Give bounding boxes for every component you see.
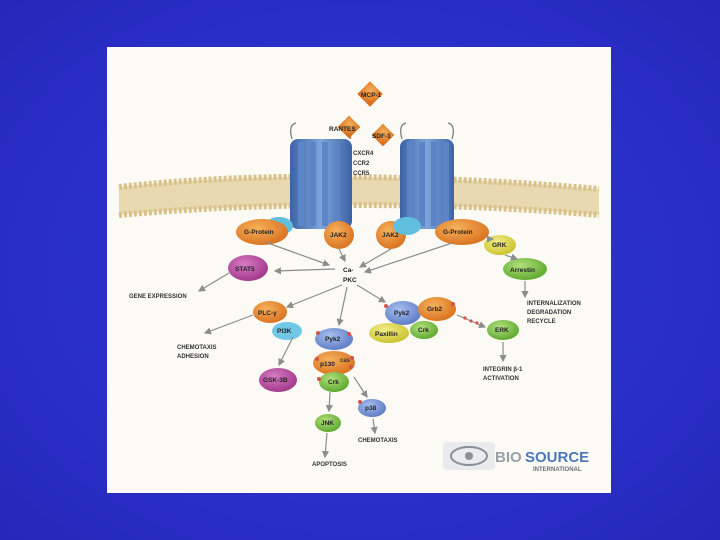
svg-text:cas: cas (340, 358, 351, 364)
svg-text:Grb2: Grb2 (427, 306, 443, 313)
svg-text:INTERNALIZATION: INTERNALIZATION (527, 301, 581, 307)
svg-text:G-Protein: G-Protein (443, 229, 473, 236)
receptor-right (400, 122, 454, 229)
ca-pkc-node: Ca- PKC (343, 267, 357, 284)
pyk2-right-node: Pyk2 (385, 301, 421, 325)
p130cas-node: p130 cas (313, 351, 355, 375)
svg-text:MCP-1: MCP-1 (361, 92, 382, 99)
pi3k-node: PI3K (272, 322, 302, 340)
svg-text:Crk: Crk (418, 327, 429, 334)
ligand-mcp1: MCP-1 (357, 81, 383, 107)
cell-membrane (118, 173, 600, 218)
svg-text:ERK: ERK (495, 327, 509, 334)
ligand-sdf1: SDF-1 (371, 123, 395, 147)
output-labels: GENE EXPRESSION INTERNALIZATION DEGRADAT… (129, 294, 581, 468)
svg-text:JAK2: JAK2 (382, 232, 399, 239)
jak2-left: JAK2 (324, 221, 354, 249)
svg-text:GENE EXPRESSION: GENE EXPRESSION (129, 294, 187, 300)
gprotein-right: G-Protein (393, 217, 489, 245)
svg-text:STAT5: STAT5 (235, 266, 255, 273)
svg-text:ADHESION: ADHESION (177, 354, 209, 360)
svg-text:PKC: PKC (343, 277, 357, 284)
grb2-node: Grb2 (418, 297, 456, 321)
grk-node: GRK (484, 235, 516, 255)
erk-node: ERK (487, 320, 519, 340)
svg-text:Arrestin: Arrestin (510, 267, 535, 274)
svg-text:Paxillin: Paxillin (375, 331, 398, 338)
svg-text:DEGRADATION: DEGRADATION (527, 310, 571, 316)
svg-text:SDF-1: SDF-1 (372, 133, 391, 140)
svg-text:GRK: GRK (492, 242, 507, 249)
paxillin-node: Paxillin (369, 323, 409, 343)
svg-text:CCR5: CCR5 (353, 171, 370, 177)
receptor-names: CXCR4 CCR2 CCR5 (353, 151, 374, 177)
svg-text:PLC-γ: PLC-γ (258, 310, 277, 317)
pyk2-center-node: Pyk2 (315, 328, 353, 350)
svg-text:Pyk2: Pyk2 (325, 336, 341, 343)
svg-text:INTEGRIN β-1: INTEGRIN β-1 (483, 367, 523, 373)
svg-text:CXCR4: CXCR4 (353, 151, 374, 157)
gprotein-left: G-Protein (236, 217, 293, 245)
svg-text:RANTES: RANTES (329, 126, 356, 133)
svg-text:Pyk2: Pyk2 (394, 310, 410, 317)
crk-center-node: Crk (319, 372, 349, 392)
svg-text:JAK2: JAK2 (330, 232, 347, 239)
svg-text:INTERNATIONAL: INTERNATIONAL (533, 467, 582, 473)
plc-node: PLC-γ (253, 301, 287, 323)
ligand-rantes: RANTES (329, 115, 361, 139)
p38-node: p38 (358, 399, 386, 417)
phospho-markers (315, 302, 479, 404)
signaling-diagram: MCP-1 RANTES SDF-1 CXCR4 CCR2 CCR5 G-Pro… (118, 81, 600, 473)
svg-text:PI3K: PI3K (277, 328, 292, 335)
svg-text:RECYCLE: RECYCLE (527, 319, 556, 325)
svg-text:CHEMOTAXIS: CHEMOTAXIS (177, 345, 217, 351)
svg-text:G-Protein: G-Protein (244, 229, 274, 236)
svg-text:ACTIVATION: ACTIVATION (483, 376, 519, 382)
arrestin-node: Arrestin (503, 258, 547, 280)
svg-text:JNK: JNK (321, 420, 334, 427)
svg-text:Crk: Crk (328, 379, 339, 386)
svg-text:APOPTOSIS: APOPTOSIS (312, 462, 347, 468)
gsk3b-node: GSK-3B (259, 368, 297, 392)
svg-text:BIO: BIO (495, 449, 522, 466)
svg-text:CCR2: CCR2 (353, 161, 370, 167)
stat5-node: STAT5 (228, 255, 268, 281)
svg-text:SOURCE: SOURCE (525, 449, 589, 466)
receptor-left (290, 122, 352, 229)
svg-text:p38: p38 (365, 405, 377, 412)
svg-text:GSK-3B: GSK-3B (263, 377, 288, 384)
crk-right-node: Crk (410, 321, 438, 339)
jnk-node: JNK (315, 414, 341, 432)
svg-text:Ca-: Ca- (343, 267, 353, 274)
svg-text:CHEMOTAXIS: CHEMOTAXIS (358, 438, 398, 444)
biosource-logo: BIO SOURCE INTERNATIONAL (443, 442, 589, 473)
svg-text:p130: p130 (320, 361, 335, 368)
